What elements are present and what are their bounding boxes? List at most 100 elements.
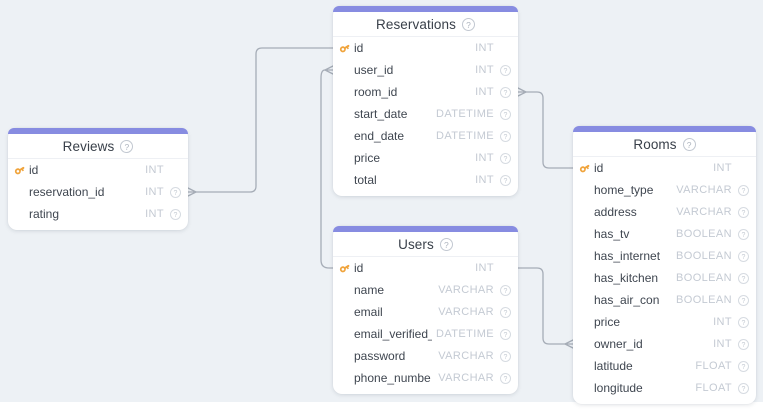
field-type: INT <box>475 174 494 186</box>
table-header[interactable]: Rooms ? <box>573 132 756 157</box>
field-type: INT <box>145 186 164 198</box>
field-name: price <box>594 315 621 329</box>
field-comment-icon: ? <box>500 108 511 120</box>
key-icon-placeholder <box>578 183 592 197</box>
field-type: INT <box>475 86 494 98</box>
field-row[interactable]: has_tv BOOLEAN? <box>573 223 756 245</box>
key-icon-placeholder <box>338 371 352 385</box>
field-type: VARCHAR <box>438 306 494 318</box>
field-name: user_id <box>354 63 394 77</box>
field-comment-icon: ? <box>738 294 749 306</box>
field-name: has_kitchen <box>594 271 659 285</box>
field-name: id <box>354 41 364 55</box>
key-icon-placeholder <box>578 381 592 395</box>
relationship-reservations-rooms[interactable] <box>517 87 574 169</box>
key-icon-placeholder <box>338 129 352 143</box>
field-comment-icon: ? <box>500 328 511 340</box>
table-header[interactable]: Reservations ? <box>333 12 518 37</box>
key-icon-placeholder <box>578 359 592 373</box>
field-comment-icon: ? <box>500 130 511 142</box>
field-comment-icon: ? <box>500 174 511 186</box>
field-type: INT <box>145 164 164 176</box>
field-row[interactable]: user_id INT? <box>333 59 518 81</box>
field-name: rating <box>29 207 60 221</box>
field-type: INT <box>475 262 494 274</box>
field-name: id <box>594 161 604 175</box>
key-icon-placeholder <box>578 315 592 329</box>
crow-foot-icon <box>187 187 197 197</box>
relationship-users-rooms[interactable] <box>517 267 574 349</box>
field-type: VARCHAR <box>676 206 732 218</box>
relationship-users-reservations[interactable] <box>320 65 334 269</box>
key-icon-placeholder <box>578 337 592 351</box>
field-name: id <box>29 163 39 177</box>
field-name: has_tv <box>594 227 630 241</box>
field-type: VARCHAR <box>438 372 494 384</box>
field-type: BOOLEAN <box>676 228 732 240</box>
field-name: name <box>354 283 385 297</box>
field-comment-icon: ? <box>738 228 749 240</box>
field-comment-icon: ? <box>738 272 749 284</box>
key-icon-placeholder <box>338 63 352 77</box>
field-name: total <box>354 173 377 187</box>
field-comment-icon: ? <box>738 360 749 372</box>
field-row[interactable]: total INT? <box>333 169 518 191</box>
field-list: idINT?home_typeVARCHAR?addressVARCHAR?ha… <box>573 157 756 404</box>
table-rooms[interactable]: Rooms ? idINT?home_typeVARCHAR?addressVA… <box>573 126 756 404</box>
table-reviews[interactable]: Reviews ? idINT?reservation_idINT?rating… <box>8 128 188 230</box>
key-icon-placeholder <box>338 107 352 121</box>
primary-key-icon <box>13 163 27 177</box>
crow-foot-icon <box>324 65 334 75</box>
key-icon-placeholder <box>578 227 592 241</box>
key-icon-placeholder <box>338 327 352 341</box>
table-header[interactable]: Users ? <box>333 232 518 257</box>
field-type: VARCHAR <box>676 184 732 196</box>
field-row[interactable]: email_verified_DATETIME? <box>333 323 518 345</box>
field-type: INT <box>713 316 732 328</box>
field-type: INT <box>475 64 494 76</box>
field-comment-icon: ? <box>500 284 511 296</box>
field-type: INT <box>475 42 494 54</box>
relationship-reviews-reservations[interactable] <box>187 47 334 197</box>
table-header[interactable]: Reviews ? <box>8 134 188 159</box>
table-users[interactable]: Users ? idINT?nameVARCHAR?emailVARCHAR?e… <box>333 226 518 394</box>
field-comment-icon: ? <box>738 338 749 350</box>
key-icon-placeholder <box>338 173 352 187</box>
key-icon-placeholder <box>338 305 352 319</box>
field-name: start_date <box>354 107 408 121</box>
field-type: DATETIME <box>436 108 494 120</box>
field-row[interactable]: start_date DATETIME? <box>333 103 518 125</box>
key-icon-placeholder <box>578 205 592 219</box>
table-reservations[interactable]: Reservations ? idINT?user_idINT?room_idI… <box>333 6 518 196</box>
key-icon-placeholder <box>13 185 27 199</box>
field-type: INT <box>145 208 164 220</box>
table-title: Reviews <box>62 138 115 154</box>
field-comment-icon: ? <box>500 64 511 76</box>
key-icon-placeholder <box>578 249 592 263</box>
field-type: INT <box>475 152 494 164</box>
